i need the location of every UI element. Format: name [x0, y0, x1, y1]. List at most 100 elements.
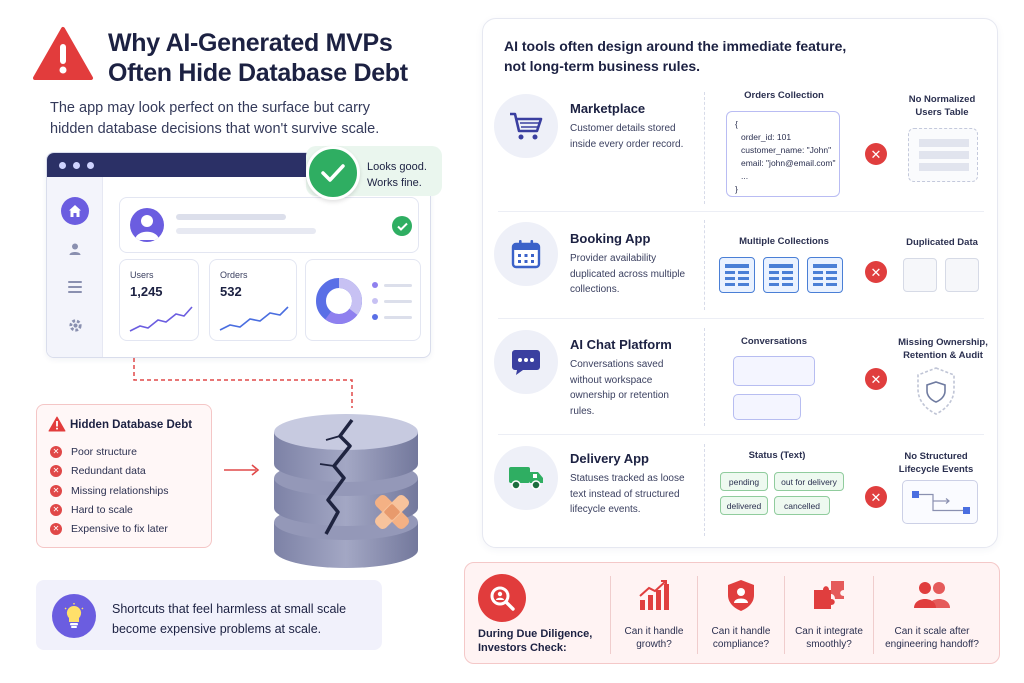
status-pill: cancelled	[774, 496, 830, 515]
order-record-code: { order_id: 101 customer_name: "John" em…	[726, 111, 840, 197]
legend-dot	[372, 298, 378, 304]
debt-item: ✕Poor structure	[50, 446, 137, 458]
insight-text: Shortcuts that feel harmless at small sc…	[112, 602, 347, 636]
row-divider	[498, 211, 984, 212]
lightbulb-icon	[52, 594, 96, 638]
gear-icon	[61, 311, 89, 339]
duplicated-table-ghost	[945, 258, 979, 292]
orders-card: Orders 532	[209, 259, 297, 341]
row-title: AI Chat Platform	[570, 337, 672, 352]
orders-collection-label: Orders Collection	[744, 90, 824, 101]
x-icon: ✕	[50, 465, 62, 477]
row-description: Statuses tracked as loose text instead o…	[570, 473, 685, 515]
column-divider	[704, 328, 705, 426]
row-description: Customer details stored inside every ord…	[570, 123, 684, 150]
lifecycle-flow-icon	[902, 480, 978, 524]
growth-chart-icon	[639, 580, 669, 610]
duplicated-table-ghost	[903, 258, 937, 292]
truck-icon	[494, 446, 558, 510]
users-trend-line	[129, 306, 193, 332]
debt-item: ✕Redundant data	[50, 465, 146, 477]
page-title: Why AI-Generated MVPs Often Hide Databas…	[108, 29, 408, 87]
column-divider	[784, 576, 785, 654]
examples-heading: AI tools often design around the immedia…	[504, 38, 847, 74]
skeleton-line	[176, 228, 316, 234]
window-dot	[59, 162, 66, 169]
row-title: Booking App	[570, 231, 651, 246]
chat-icon	[494, 330, 558, 394]
x-icon: ✕	[50, 485, 62, 497]
calendar-icon	[494, 222, 558, 286]
window-dot	[73, 162, 80, 169]
row-description: Provider availability duplicated across …	[570, 253, 686, 295]
big-check-icon	[306, 146, 360, 200]
status-pill: delivered	[720, 496, 768, 515]
hidden-debt-title: Hidden Database Debt	[70, 419, 193, 431]
row-divider	[498, 434, 984, 435]
users-card: Users 1,245	[119, 259, 199, 341]
multiple-collections-label: Multiple Collections	[739, 236, 829, 247]
team-icon	[914, 582, 950, 608]
status-text: Looks good. Works fine.	[367, 161, 427, 189]
shield-outline-icon	[917, 367, 955, 415]
x-icon: ✕	[865, 261, 887, 283]
collection-table-icon	[763, 257, 799, 293]
legend-dot	[372, 282, 378, 288]
investor-checks-title: During Due Diligence, Investors Check:	[478, 628, 593, 654]
investor-checks-panel	[464, 562, 1000, 664]
magnifier-icon	[478, 574, 526, 622]
column-divider	[873, 576, 874, 654]
puzzle-icon	[814, 581, 844, 609]
hidden-debt-panel	[36, 404, 212, 548]
legend-dot	[372, 314, 378, 320]
orders-trend-line	[219, 306, 289, 331]
conversation-bubble	[733, 356, 815, 386]
debt-item: ✕Hard to scale	[50, 504, 133, 516]
user-icon	[61, 235, 89, 263]
check-icon	[392, 216, 412, 236]
column-divider	[704, 92, 705, 204]
row-issue-label: Duplicated Data	[906, 237, 978, 248]
conversation-bubble	[733, 394, 801, 420]
row-issue-label: Missing Ownership, Retention & Audit	[898, 337, 988, 361]
users-value: 1,245	[130, 284, 163, 299]
cracked-database-icon	[274, 414, 418, 568]
x-icon: ✕	[50, 504, 62, 516]
missing-users-table	[908, 128, 978, 182]
conversations-label: Conversations	[741, 336, 807, 347]
row-issue-label: No Structured Lifecycle Events	[898, 451, 974, 475]
column-divider	[697, 576, 698, 654]
app-sidebar	[47, 177, 103, 357]
debt-item: ✕Expensive to fix later	[50, 523, 168, 535]
column-divider	[610, 576, 611, 654]
legend-line	[384, 316, 412, 319]
row-title: Marketplace	[570, 101, 646, 116]
users-label: Users	[130, 270, 154, 280]
row-divider	[498, 318, 984, 319]
row-title: Delivery App	[570, 451, 649, 466]
shopping-cart-icon	[494, 94, 558, 158]
row-description: Conversations saved without workspace ow…	[570, 359, 669, 417]
status-text-label: Status (Text)	[748, 450, 806, 461]
shield-user-icon	[728, 580, 754, 611]
collection-table-icon	[807, 257, 843, 293]
collection-table-icon	[719, 257, 755, 293]
skeleton-line	[176, 214, 286, 220]
donut-chart-card	[305, 259, 421, 341]
debt-item: ✕Missing relationships	[50, 485, 168, 497]
column-divider	[704, 220, 705, 310]
status-pill: out for delivery	[774, 472, 844, 491]
menu-icon	[61, 273, 89, 301]
warning-icon	[48, 416, 66, 432]
legend-line	[384, 300, 412, 303]
x-icon: ✕	[50, 446, 62, 458]
donut-chart	[316, 278, 362, 324]
window-dot	[87, 162, 94, 169]
x-icon: ✕	[50, 523, 62, 535]
profile-card	[119, 197, 419, 253]
